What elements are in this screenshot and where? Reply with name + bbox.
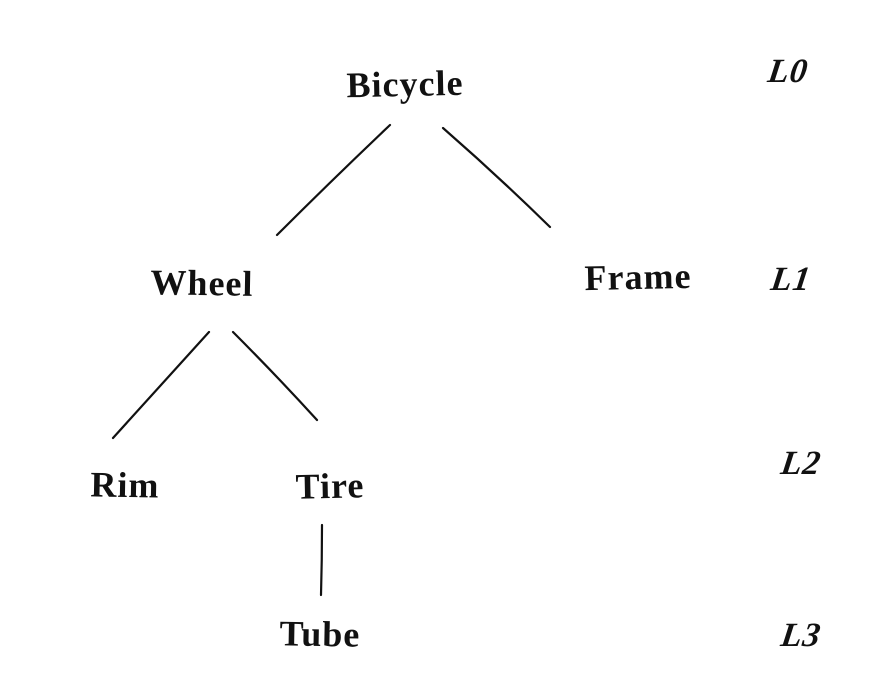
node-label-rim: Rim xyxy=(90,464,160,506)
edge-bicycle-frame xyxy=(441,126,552,229)
edge-wheel-tire xyxy=(231,330,319,422)
level-label-l3: L3 xyxy=(778,617,824,654)
level-label-l1: L1 xyxy=(768,261,814,298)
level-label-l2: L2 xyxy=(778,445,824,482)
edge-tire-tube xyxy=(319,523,324,597)
node-label-frame: Frame xyxy=(584,255,692,299)
node-label-wheel: Wheel xyxy=(150,262,254,304)
level-label-l0: L0 xyxy=(765,53,811,90)
edge-bicycle-wheel xyxy=(275,123,392,237)
node-label-tire: Tire xyxy=(295,465,365,507)
node-label-tube: Tube xyxy=(279,613,361,655)
node-label-bicycle: Bicycle xyxy=(346,62,464,106)
edge-wheel-rim xyxy=(111,330,211,440)
